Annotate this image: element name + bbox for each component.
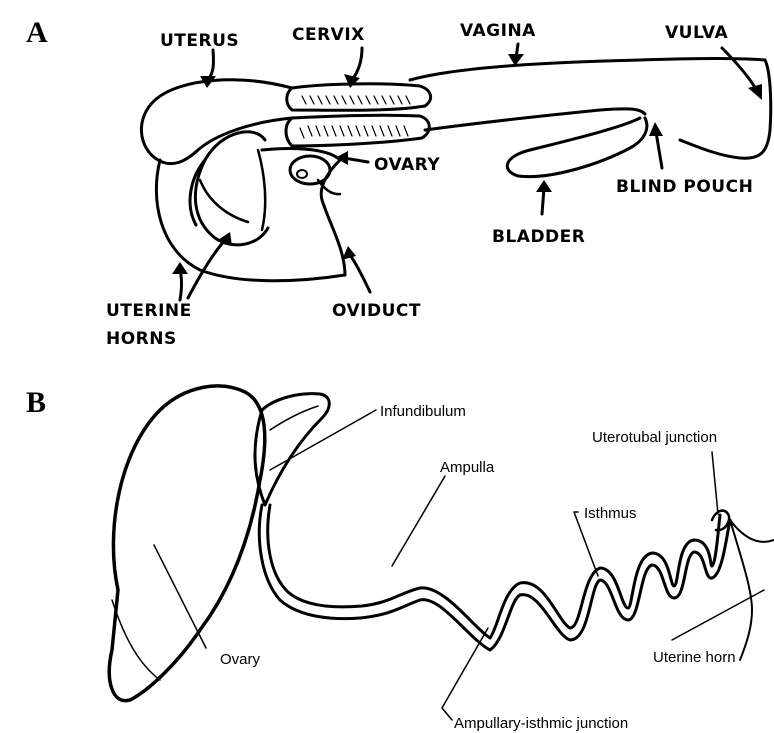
uterine-horn-lumen	[200, 180, 248, 222]
label-isthmus: Isthmus	[584, 505, 637, 522]
panel-b-leaders	[154, 410, 764, 720]
panel-b: B Infundibulum Uterotubal junction Ampul…	[26, 386, 774, 732]
bladder-outline	[507, 118, 647, 177]
uterine-horn-outer	[156, 160, 345, 281]
cervix-ridges-upper	[302, 96, 410, 104]
uterine-horn-inner	[195, 132, 268, 245]
label-ampulla: Ampulla	[440, 459, 495, 476]
panel-b-letter: B	[26, 386, 46, 419]
label-uterine-horn: Uterine horn	[653, 649, 736, 666]
uterus-body	[141, 80, 292, 164]
panel-a-letter: A	[26, 16, 48, 49]
label-vagina: VAGINA	[460, 21, 536, 41]
label-bladder: BLADDER	[492, 227, 585, 247]
cervix-ridges-lower	[300, 126, 408, 138]
label-blind-pouch: BLIND POUCH	[616, 177, 753, 197]
ovary-b-hilus	[112, 600, 160, 680]
label-infundibulum: Infundibulum	[380, 403, 466, 420]
label-uterine-horns-line2: HORNS	[106, 329, 177, 349]
uterine-horn-inner-2	[258, 150, 265, 230]
label-vulva: VULVA	[665, 23, 728, 43]
infundibulum-outline	[255, 394, 329, 505]
label-ovary-b: Ovary	[220, 651, 261, 668]
label-cervix: CERVIX	[292, 25, 365, 45]
vulva-outline	[680, 60, 771, 158]
label-ampullary-isthmic-junction: Ampullary-isthmic junction	[454, 715, 628, 732]
label-uterus: UTERUS	[160, 31, 239, 51]
ovary-follicle	[297, 170, 307, 178]
infundibulum-fold	[270, 406, 318, 430]
vagina-upper-wall	[410, 59, 765, 81]
label-ovary-a: OVARY	[374, 155, 440, 175]
panel-a: A	[26, 16, 771, 349]
label-uterotubal-junction: Uterotubal junction	[592, 429, 717, 446]
oviduct-path	[262, 148, 345, 275]
uterine-horn-edge	[730, 520, 752, 660]
label-uterine-horns-line1: UTERINE	[106, 301, 192, 321]
label-oviduct: OVIDUCT	[332, 301, 421, 321]
